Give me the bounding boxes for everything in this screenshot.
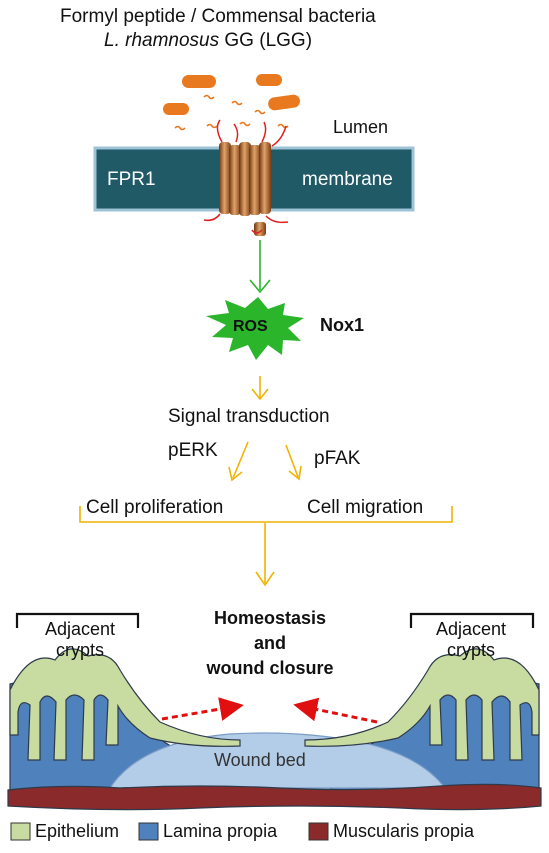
legend-label-muscularis-propia: Muscularis propia — [333, 821, 475, 841]
receptor-label: FPR1 — [107, 169, 156, 190]
species-name: L. rhamnosus — [104, 30, 220, 51]
ros-burst — [206, 297, 304, 360]
fpr1-receptor — [203, 119, 289, 236]
perk-label: pERK — [168, 440, 218, 461]
wound-bed-label: Wound bed — [214, 750, 306, 770]
header-line2: L. rhamnosus GG (LGG) — [104, 30, 312, 52]
right-crypts-line1: Adjacent — [435, 619, 507, 639]
formyl-peptide — [206, 123, 218, 129]
wound-bed — [108, 732, 447, 789]
strain-name: GG (LGG) — [219, 30, 313, 51]
outcome-label: Homeostasis and wound closure — [180, 606, 360, 681]
right-crypts-label: Adjacent crypts — [428, 619, 514, 661]
right-crypts-bracket — [409, 612, 535, 628]
legend-swatch-muscularis-propia — [308, 822, 329, 841]
left-crypts-line2: crypts — [55, 640, 104, 660]
migration-arrow-right — [293, 697, 378, 724]
membrane-label: membrane — [302, 169, 393, 190]
left-crypts-bracket — [15, 612, 140, 628]
tissue-section — [7, 648, 542, 811]
lumen-label: Lumen — [333, 117, 389, 137]
outcome-line2: and — [253, 633, 286, 653]
pfak-label: pFAK — [314, 448, 361, 469]
outcome-line3: wound closure — [206, 658, 334, 678]
header-line1: Formyl peptide / Commensal bacteria — [60, 6, 376, 27]
legend-label-epithelium: Epithelium — [35, 821, 120, 841]
ros-label: ROS — [233, 318, 268, 335]
cell-proliferation-label: Cell proliferation — [86, 497, 224, 518]
formyl-peptide — [174, 125, 186, 131]
cell-migration-label: Cell migration — [307, 497, 424, 518]
arrow-to-ros-head — [249, 279, 271, 294]
formyl-peptide — [277, 123, 289, 129]
formyl-peptide — [203, 94, 215, 100]
muscularis-propria — [7, 783, 542, 811]
formyl-peptide — [254, 109, 266, 115]
outcome-line1: Homeostasis — [213, 608, 327, 628]
epithelium-left — [9, 648, 241, 761]
legend-label-lamina-propia: Lamina propia — [163, 821, 278, 841]
signal-transduction-label: Signal transduction — [168, 406, 330, 427]
bacteria-group — [163, 74, 300, 131]
epithelium-right — [304, 648, 540, 761]
left-crypts-label: Adjacent crypts — [37, 619, 123, 661]
bacterium — [256, 74, 282, 86]
formyl-peptide — [231, 100, 243, 106]
right-crypts-line2: crypts — [446, 640, 495, 660]
bacterium — [268, 94, 300, 111]
bacterium — [163, 103, 189, 115]
legend-swatch-epithelium — [10, 822, 31, 841]
formyl-peptide — [239, 121, 251, 127]
left-crypts-line1: Adjacent — [44, 619, 116, 639]
bacterium — [182, 75, 216, 88]
migration-arrow-left — [161, 697, 244, 721]
signal-arrows — [79, 376, 453, 587]
legend-swatch-lamina-propia — [138, 822, 159, 841]
nox1-label: Nox1 — [320, 315, 365, 335]
